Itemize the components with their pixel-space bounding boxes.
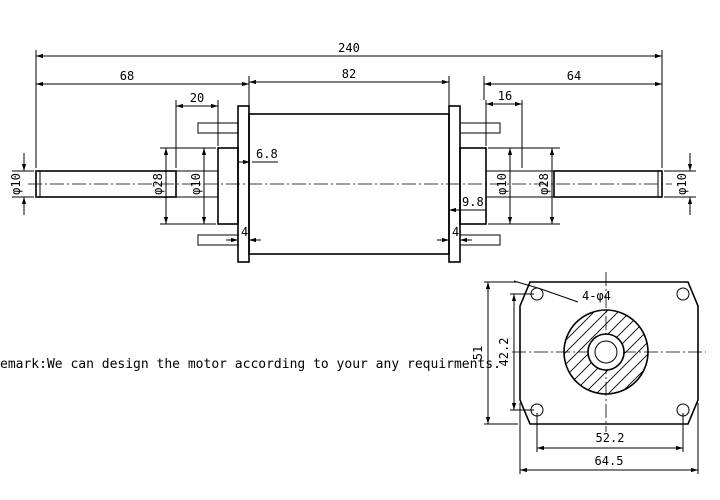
dim-left-shaft-dia: φ10	[9, 173, 23, 195]
bore-circle	[587, 333, 625, 371]
left-hub	[217, 147, 239, 225]
dim-mount-holes: 4-φ4	[582, 289, 611, 303]
dim-hole-spacing-vertical: 42.2	[497, 338, 511, 367]
dim-body-length: 82	[342, 67, 356, 81]
side-view	[28, 105, 672, 263]
shaft-circle	[594, 340, 618, 364]
dim-left-boss-length: 20	[190, 91, 204, 105]
extension-lines	[12, 50, 696, 225]
end-plate-outline	[519, 281, 699, 425]
dim-right-boss-length: 16	[498, 89, 512, 103]
dim-left-boss-dia: φ28	[151, 173, 165, 195]
right-hub	[459, 147, 487, 225]
dim-right-shaft-length: 64	[567, 69, 581, 83]
dim-end-height: 51	[471, 346, 485, 360]
dim-overall-length: 240	[338, 41, 360, 55]
right-upper-ear	[459, 122, 501, 134]
dim-right-offset: 9.8	[462, 195, 484, 209]
dim-right-boss-dia: φ28	[537, 173, 551, 195]
dim-left-flange-thickness: 4	[241, 225, 248, 239]
end-view-labels: 4-φ4 51 42.2 52.2 64.5	[471, 289, 624, 468]
dimension-labels: 240 68 82 64 20 16 6.8 9.8 4 4 φ10 φ28 φ…	[9, 41, 689, 239]
mount-hole-top-right	[676, 287, 690, 301]
dim-right-flange-thickness: 4	[452, 225, 459, 239]
dim-end-width: 64.5	[595, 454, 624, 468]
dim-left-shaft-length: 68	[120, 69, 134, 83]
dim-hole-spacing-horizontal: 52.2	[596, 431, 625, 445]
hub-outer-circle	[563, 309, 649, 395]
dim-right-shaft-dia: φ10	[675, 173, 689, 195]
remark-text: emark:We can design the motor according …	[0, 357, 501, 372]
dim-left-inner-dia: φ10	[189, 173, 203, 195]
dim-right-inner-dia: φ10	[495, 173, 509, 195]
dim-flange-offset: 6.8	[256, 147, 278, 161]
dimension-lines	[21, 53, 693, 243]
